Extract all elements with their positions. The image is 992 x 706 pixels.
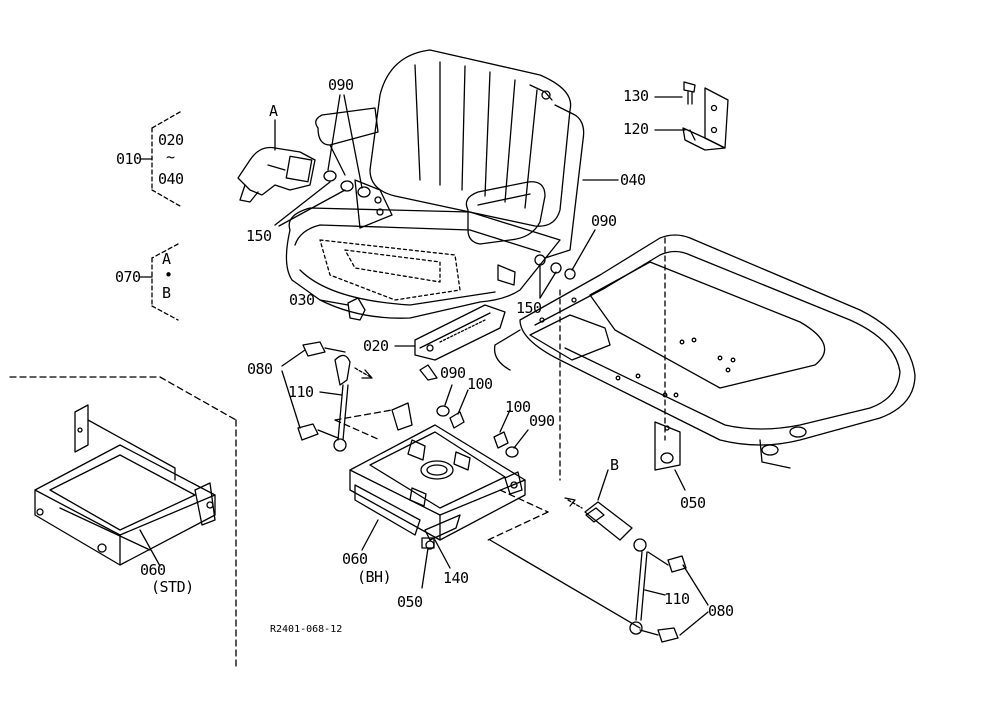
label-110-right: 110	[664, 590, 690, 608]
washers-top	[323, 170, 371, 198]
label-bh: (BH)	[357, 568, 392, 586]
label-090-right: 090	[591, 212, 617, 230]
label-A-callout: A	[269, 102, 278, 120]
label-std: (STD)	[151, 578, 194, 596]
label-A-group: A	[162, 250, 171, 268]
label-030: 030	[289, 291, 315, 309]
drawing-code: R2401-068-12	[270, 624, 343, 635]
label-020-group: 020	[158, 131, 184, 149]
suspension-060-bh	[349, 402, 526, 550]
label-130: 130	[623, 87, 649, 105]
label-tilde: ~	[166, 148, 175, 166]
seat-belt-A	[237, 146, 316, 203]
group-bracket-070	[151, 243, 179, 321]
label-110-left: 110	[288, 383, 314, 401]
seat-assembly	[285, 49, 585, 319]
label-100-mid: 100	[467, 375, 493, 393]
label-150-left: 150	[246, 227, 272, 245]
label-040-group: 040	[158, 170, 184, 188]
label-080-right: 080	[708, 602, 734, 620]
label-150-right: 150	[516, 299, 542, 317]
nut-050-right	[654, 421, 681, 471]
label-050-right: 050	[680, 494, 706, 512]
label-040-right: 040	[620, 171, 646, 189]
left-stay-110	[297, 341, 373, 452]
label-120: 120	[623, 120, 649, 138]
frame-060-std	[34, 404, 216, 566]
label-010: 010	[116, 150, 142, 168]
label-050-bottom: 050	[397, 593, 423, 611]
label-020-rail: 020	[363, 337, 389, 355]
label-dot: •	[164, 266, 173, 284]
std-region-boundary	[9, 376, 237, 667]
label-B-callout: B	[610, 456, 619, 474]
fender-panel	[493, 234, 916, 469]
mid-hardware	[436, 405, 519, 458]
label-070: 070	[115, 268, 141, 286]
label-090-top: 090	[328, 76, 354, 94]
label-100-right: 100	[505, 398, 531, 416]
mounting-dashed-lines	[559, 237, 666, 481]
label-080-left: 080	[247, 360, 273, 378]
bolt-130	[683, 81, 696, 105]
label-060-std: 060	[140, 561, 166, 579]
washers-right	[534, 254, 576, 280]
label-140: 140	[443, 569, 469, 587]
label-090-mid: 090	[440, 364, 466, 382]
label-090-mid2: 090	[529, 412, 555, 430]
label-B-group: B	[162, 284, 171, 302]
bracket-120	[682, 87, 729, 151]
slide-rail-020	[414, 304, 506, 381]
knob-030	[347, 297, 366, 321]
right-stay-B	[564, 497, 687, 643]
label-060-bh: 060	[342, 550, 368, 568]
